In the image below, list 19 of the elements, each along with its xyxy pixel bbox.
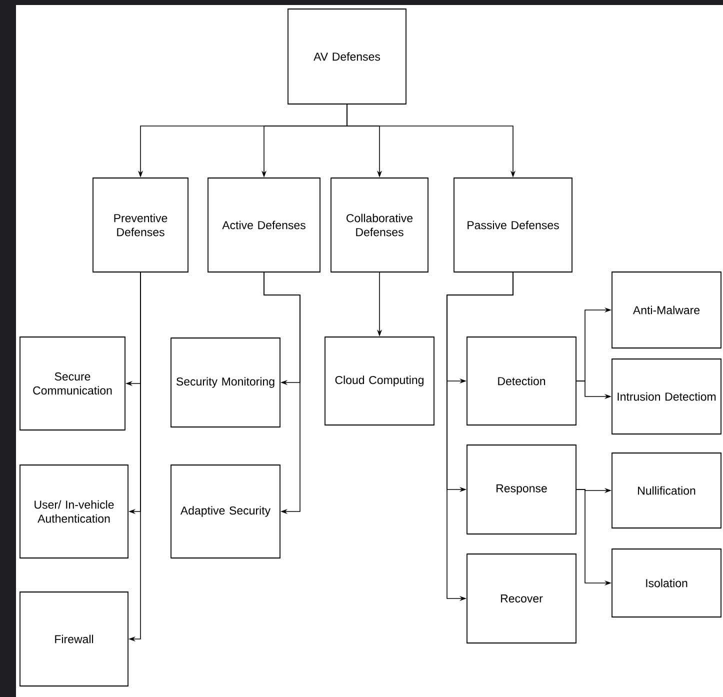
box: Security Monitoring (170, 338, 280, 428)
arrow (264, 272, 300, 514)
box: Detection (466, 336, 576, 426)
box: Secure Communication (20, 336, 126, 430)
box: Response (466, 444, 576, 534)
box: User/ In-vehicle Authentication (20, 464, 128, 558)
box: Adaptive Security (170, 464, 280, 558)
box: Cloud Computing (324, 336, 434, 426)
box: Passive Defenses (454, 178, 572, 272)
box: Firewall (20, 592, 128, 686)
box: Isolation (612, 548, 722, 618)
box: AV Defenses (288, 8, 406, 104)
box: Recover (466, 554, 576, 644)
box: Anti-Malware (612, 272, 722, 348)
box: Active Defenses (208, 178, 320, 272)
box: Intrusion Detectiom (612, 358, 722, 434)
box: Nullification (612, 452, 722, 528)
box: Preventive Defenses (92, 178, 188, 272)
box: Collaborative Defenses (330, 178, 428, 272)
